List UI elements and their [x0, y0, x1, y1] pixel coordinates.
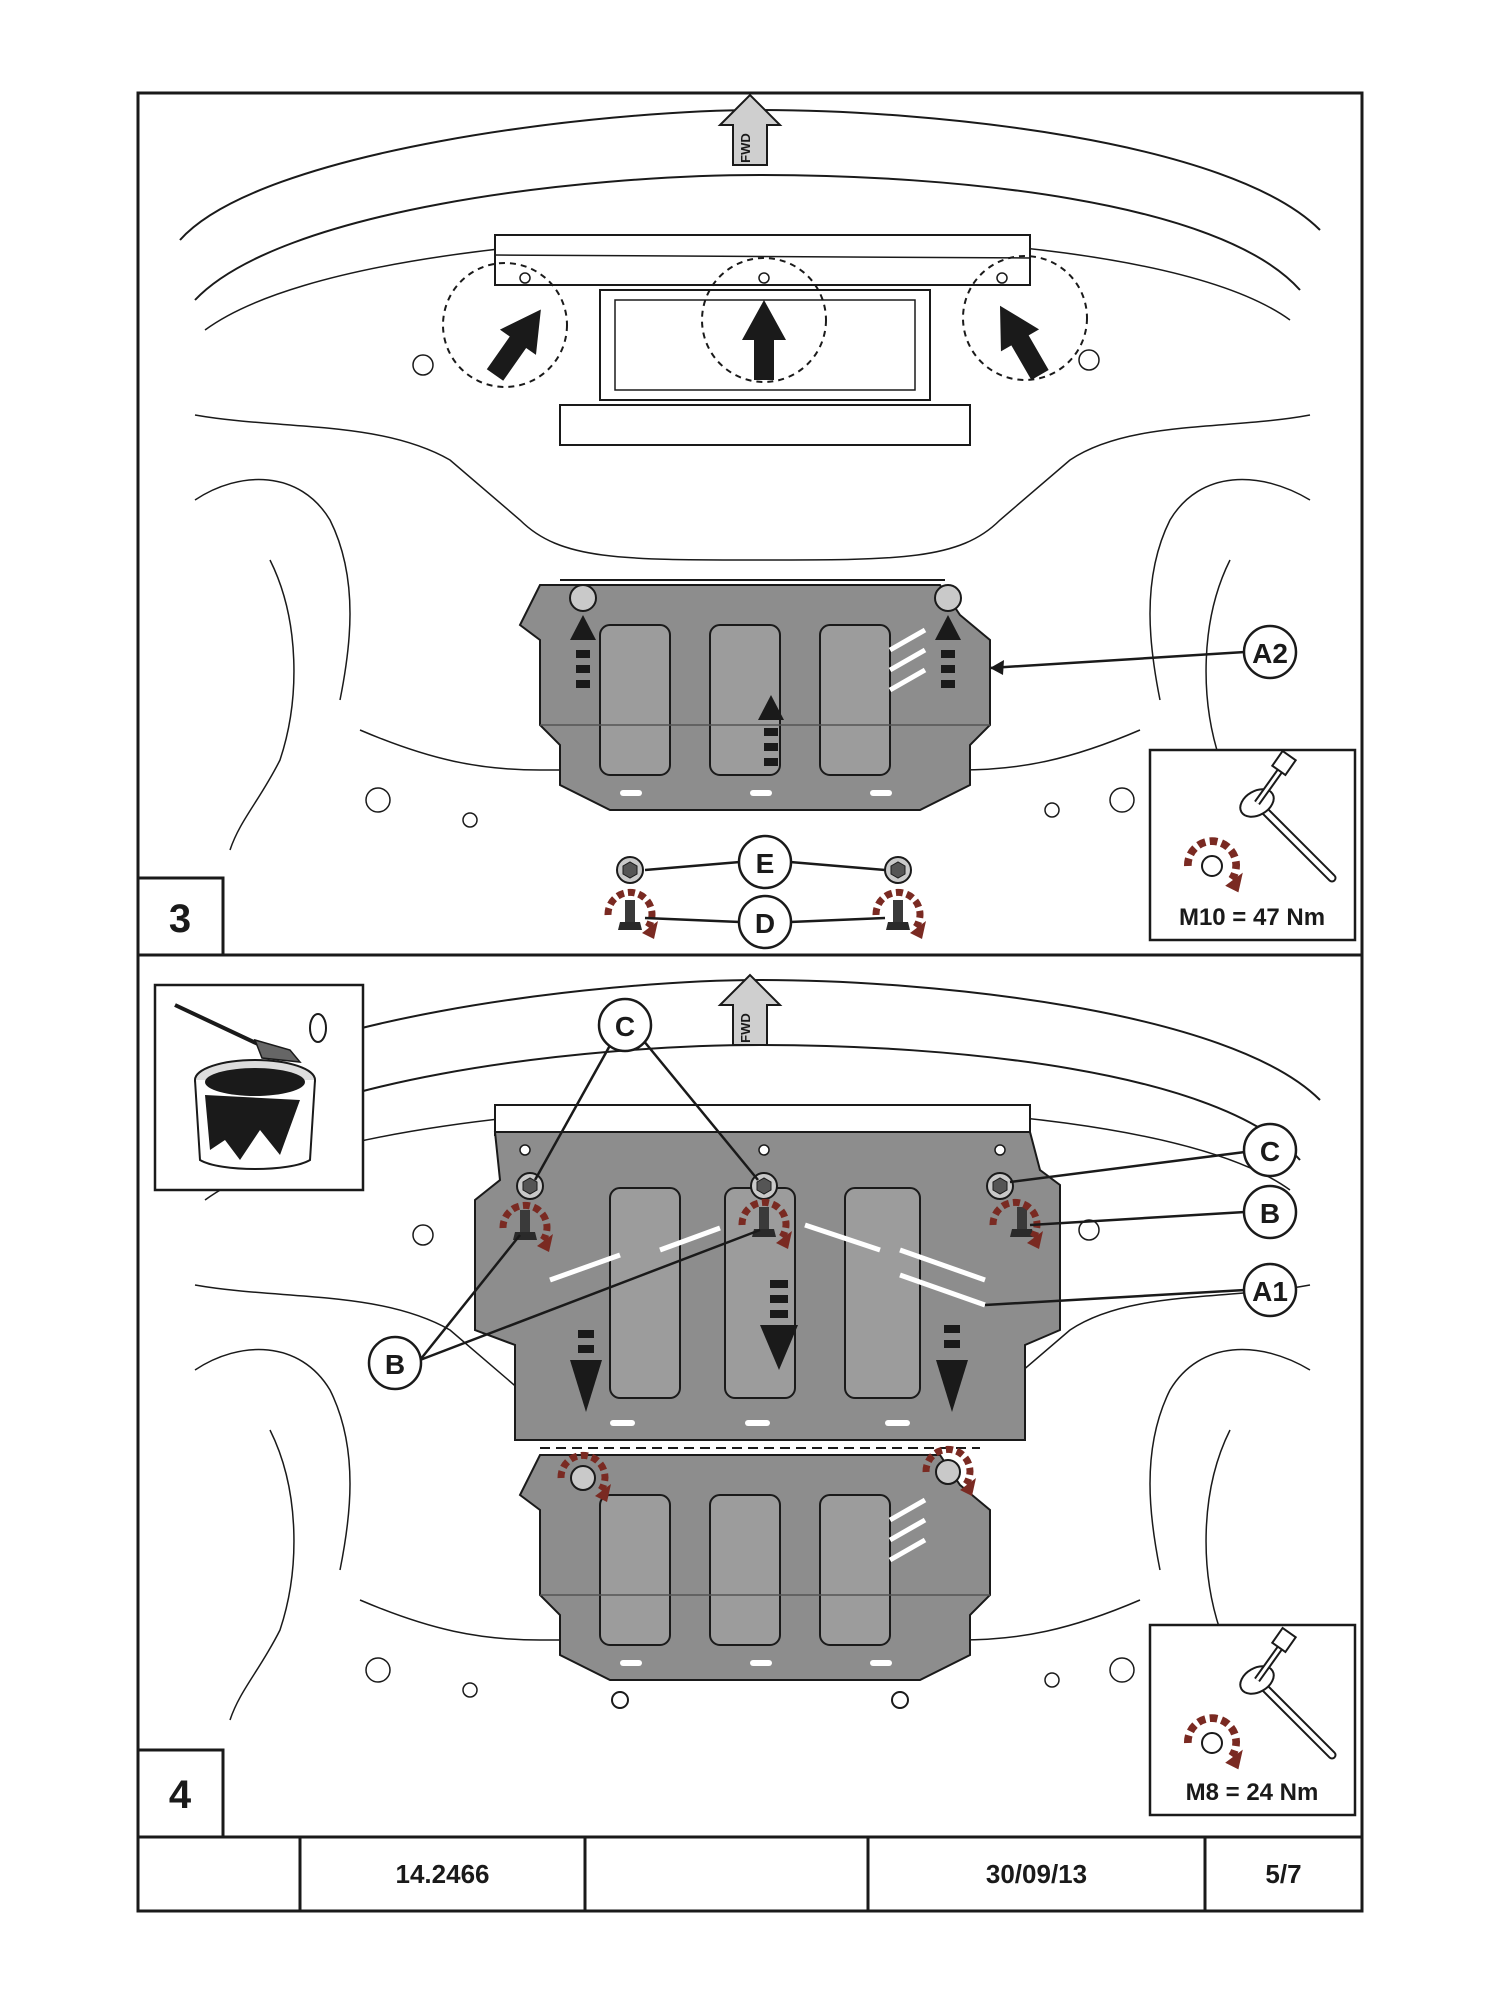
detail-circle-center — [701, 257, 827, 383]
step-4-panel: FWD — [136, 973, 1357, 1839]
svg-text:D: D — [755, 908, 775, 939]
callout-a1: A1 — [1242, 1262, 1298, 1318]
footer-part-number: 14.2466 — [395, 1858, 490, 1889]
fwd-arrow: FWD — [717, 973, 783, 1046]
footer-date: 30/09/13 — [985, 1858, 1088, 1889]
svg-text:C: C — [1260, 1136, 1280, 1167]
callout-d: D — [737, 894, 793, 950]
skid-plate-a2-installed — [519, 1454, 991, 1709]
insert-arrow-left — [476, 296, 559, 388]
torque-box-step4: M8 = 24 Nm — [1148, 1625, 1357, 1817]
insert-arrow-right — [980, 294, 1060, 386]
callout-c-right: C — [1242, 1122, 1298, 1178]
fwd-arrow: FWD — [717, 93, 783, 166]
callout-c-top: C — [597, 997, 653, 1053]
footer-page-number: 5/7 — [1265, 1858, 1302, 1889]
fwd-label: FWD — [738, 1013, 753, 1043]
svg-text:B: B — [1260, 1198, 1280, 1229]
grease-pot-brush-icon — [174, 1003, 327, 1170]
callout-b-right: B — [1242, 1184, 1298, 1240]
fwd-label: FWD — [738, 133, 753, 163]
svg-text:A1: A1 — [1252, 1276, 1288, 1307]
svg-text:3: 3 — [169, 897, 191, 941]
washer-c-right — [986, 1172, 1014, 1200]
grease-inset-box — [153, 983, 365, 1192]
push-arrows — [570, 615, 961, 766]
detail-circle-left — [442, 262, 568, 388]
leader-lines-step4 — [419, 1039, 1246, 1362]
hook-stud-right — [934, 584, 962, 612]
detail-circle-right — [962, 255, 1088, 381]
push-down-arrows — [570, 1280, 968, 1412]
torque-rotation-icon — [1188, 841, 1243, 892]
footer-table — [298, 1837, 1207, 1911]
torque-rotation-icon — [1188, 1718, 1243, 1769]
hook-stud-left — [569, 584, 597, 612]
washer-e-right — [884, 856, 912, 884]
step-number-box: 4 — [136, 1748, 225, 1839]
torque-spec: M8 = 24 Nm — [1186, 1779, 1319, 1806]
svg-text:E: E — [756, 848, 775, 879]
step-number-box: 3 — [136, 876, 225, 957]
bolt-d-right — [886, 900, 910, 930]
washer-e-left — [616, 856, 644, 884]
footer-cell-1 — [138, 1837, 300, 1911]
bolt-d-left — [618, 900, 642, 930]
callout-b-left: B — [367, 1335, 423, 1391]
front-crossmember — [494, 1104, 1031, 1136]
torque-spec: M10 = 47 Nm — [1179, 904, 1325, 931]
skid-plate-a2 — [519, 579, 991, 811]
skid-plate-a1 — [474, 1131, 1061, 1441]
callout-a2: A2 — [1242, 624, 1298, 680]
svg-text:4: 4 — [169, 1773, 192, 1817]
washer-c-left — [516, 1172, 544, 1200]
svg-text:A2: A2 — [1252, 638, 1288, 669]
leader-lines-step3 — [644, 650, 1246, 924]
svg-text:C: C — [615, 1011, 635, 1042]
callout-e: E — [737, 834, 793, 890]
torque-box-step3: M10 = 47 Nm — [1148, 750, 1357, 942]
svg-text:B: B — [385, 1349, 405, 1380]
page-border — [136, 91, 1364, 1913]
footer-cell-3 — [585, 1837, 868, 1911]
step-3-panel: FWD — [136, 93, 1357, 957]
